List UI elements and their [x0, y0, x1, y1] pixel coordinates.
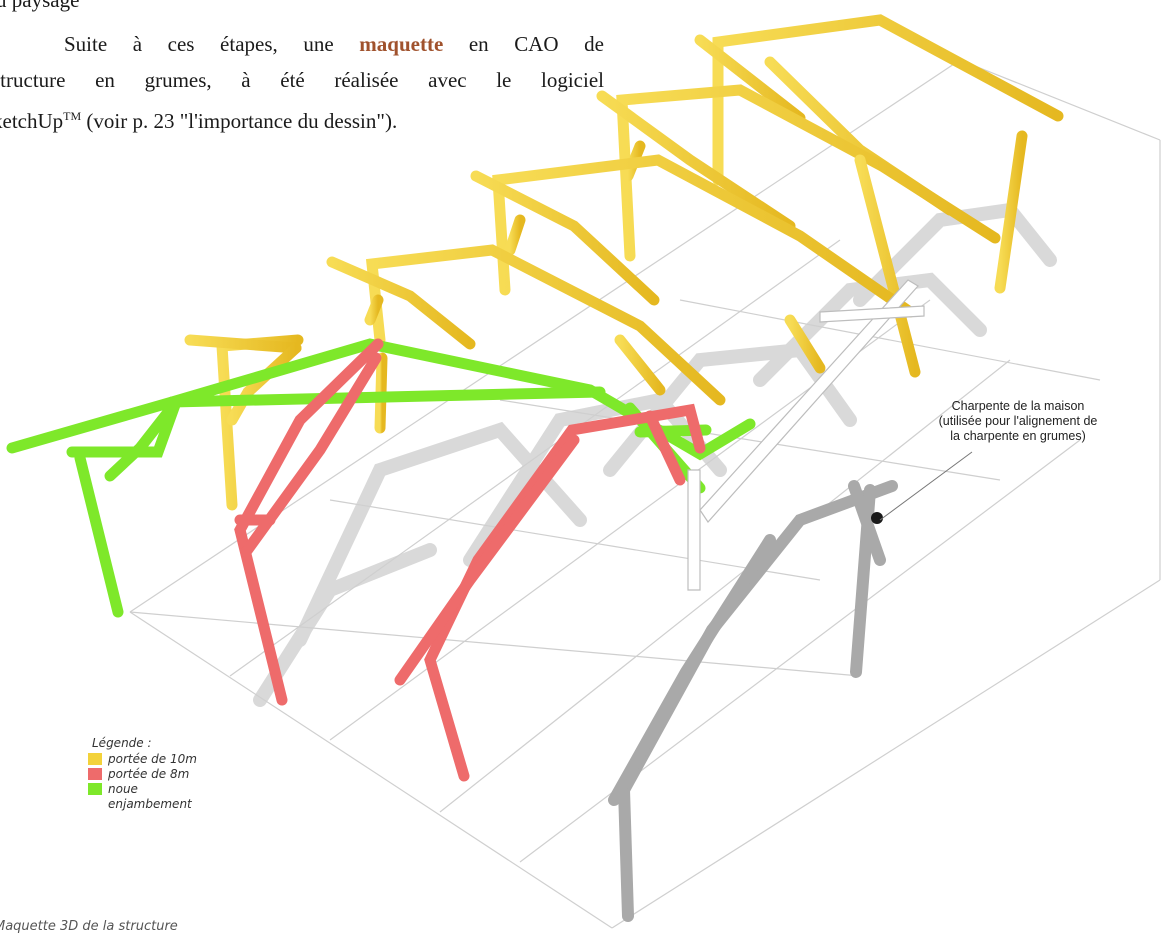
previous-paragraph-fragment: u paysage [0, 0, 80, 12]
annotation-leader [879, 451, 973, 521]
legend-item-10m: portée de 10m [88, 752, 197, 767]
legend-swatch-yellow [88, 753, 102, 765]
keyword-maquette: maquette [359, 32, 444, 56]
legend-label: portée de 8m [108, 767, 190, 781]
house-marker-dot [871, 512, 883, 524]
legend-item-8m: portée de 8m [88, 767, 197, 782]
figure-caption: Maquette 3D de la structure [0, 919, 178, 934]
paragraph-line-3: ketchUpTM (voir p. 23 "l'importance du d… [0, 109, 398, 133]
red-frames [234, 338, 706, 782]
legend-title: Légende : [92, 736, 152, 750]
paragraph-line-1: Suite à ces étapes, une maquette en CAO … [64, 32, 605, 56]
house-frame-annotation: Charpente de la maison (utilisée pour l'… [938, 399, 1098, 443]
legend-swatch-red [88, 768, 102, 780]
legend-label: noue enjambement [108, 782, 192, 811]
trademark-sup: TM [63, 109, 82, 123]
yellow-frames [184, 14, 1064, 511]
legend-item-noue: noue enjambement [88, 782, 197, 812]
legend: Légende : portée de 10m portée de 8m nou… [88, 736, 197, 812]
white-frame [687, 279, 925, 591]
paragraph-line-2: structure en grumes, à été réalisée avec… [0, 68, 604, 92]
body-paragraph: Suite à ces étapes, une maquette en CAO … [0, 26, 604, 139]
legend-label: portée de 10m [108, 752, 197, 766]
grey-house-frame [608, 480, 898, 922]
legend-swatch-green [88, 783, 102, 795]
